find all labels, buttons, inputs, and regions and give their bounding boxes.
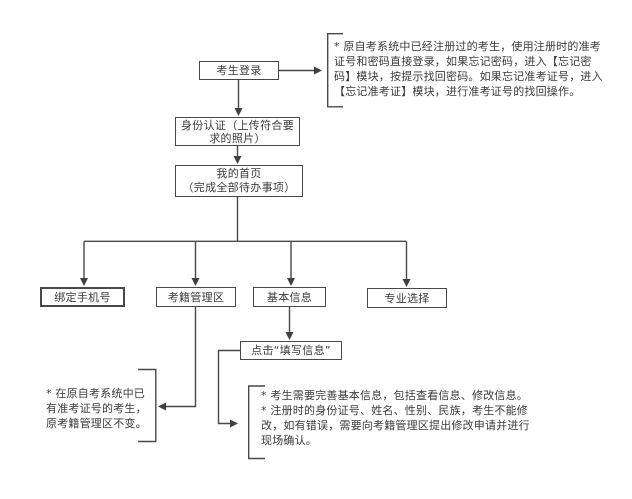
node-bind-phone: 绑定手机号 — [40, 287, 125, 307]
arrowhead-phone — [80, 278, 88, 286]
arrowhead-identity-home — [233, 156, 242, 164]
arrowhead-fill-note — [230, 419, 238, 428]
node-major-selection: 专业选择 — [367, 288, 447, 308]
node-exam-records-area: 考籍管理区 — [156, 287, 236, 307]
arrowhead-major — [402, 279, 411, 287]
arrowhead-basic — [287, 278, 295, 286]
bracket-records-note — [138, 368, 157, 443]
arrowhead-records — [191, 278, 200, 286]
arrow-fill-note — [217, 349, 240, 425]
note-records-unchanged: * 在原自考系统中已 有准考证号的考生， 原考籍管理区不变。 — [46, 387, 147, 430]
arrowhead-basic-fill — [285, 332, 294, 340]
node-my-homepage: 我的首页 （完成全部待办事项） — [175, 165, 303, 197]
arrowhead-login-identity — [234, 108, 243, 116]
note-basic-info-rules: * 考生需要完善基本信息，包括查看信息、修改信息。 * 注册时的身份证号、姓名、… — [261, 389, 530, 447]
node-student-login: 考生登录 — [199, 61, 279, 80]
node-click-fill-info: 点击“填写信息” — [240, 341, 342, 360]
note-login-instructions: * 原自考系统中已经注册过的考生，使用注册时的准考 证号和密码直接登录，如果忘记… — [334, 40, 603, 98]
arrowhead-records-note — [158, 402, 166, 411]
node-basic-info: 基本信息 — [253, 287, 326, 307]
arrow-records-note — [165, 307, 197, 408]
bracket-login-note — [327, 33, 343, 108]
arrowhead-login-note — [314, 66, 322, 75]
bracket-basic-note — [248, 385, 265, 460]
node-identity-verification: 身份认证（上传符合要 求的照片） — [175, 117, 300, 146]
